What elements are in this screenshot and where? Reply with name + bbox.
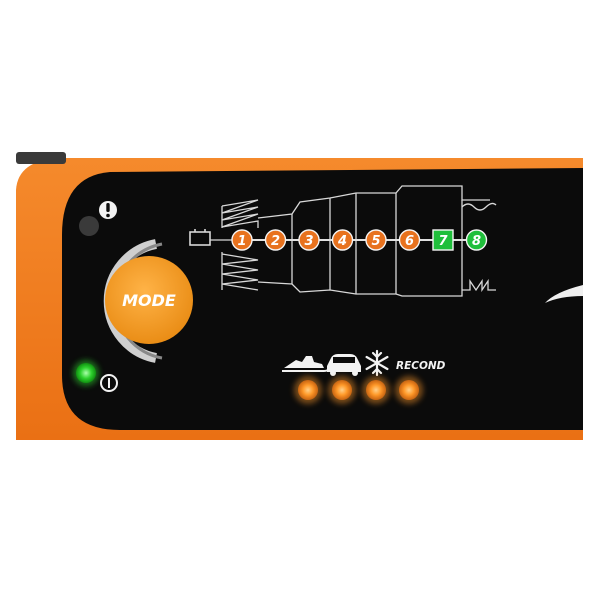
mode-button[interactable]: MODE (105, 256, 193, 344)
program-led-2 (332, 380, 352, 400)
program-led-1 (298, 380, 318, 400)
charge-step-2: 2 (264, 229, 287, 251)
car-icon (327, 354, 361, 376)
charge-step-label: 2 (271, 234, 280, 249)
charge-step-4: 4 (331, 229, 354, 251)
battery-icon (189, 229, 211, 246)
charge-step-1: 1 (231, 229, 253, 251)
charge-curve-diagram (189, 185, 497, 297)
charge-step-label: 4 (337, 234, 347, 249)
charge-step-label: 6 (405, 234, 414, 249)
charge-step-6: 6 (398, 229, 421, 251)
power-led (76, 363, 96, 383)
charge-step-3: 3 (298, 229, 320, 251)
mode-button-label: MODE (122, 291, 176, 310)
logo-swoosh (545, 285, 583, 303)
charge-step-label: 7 (438, 234, 448, 249)
charge-step-label: 1 (237, 234, 246, 249)
warning-led (79, 216, 99, 236)
charge-step-5: 5 (365, 229, 387, 251)
charge-step-label: 8 (472, 234, 481, 249)
charge-step-label: 5 (371, 234, 380, 249)
program-leds (294, 376, 423, 404)
casing-clip (16, 152, 66, 164)
charge-step-label: 3 (304, 234, 313, 249)
snowflake-icon (365, 349, 389, 377)
warning-icon (99, 201, 117, 219)
recond-label: RECOND (396, 360, 446, 372)
power-icon (100, 374, 118, 392)
program-led-4 (399, 380, 419, 400)
charge-step-7: 7 (432, 229, 454, 251)
charge-steps: 1 2 3 4 5 6 7 8 (231, 229, 488, 251)
program-led-3 (366, 380, 386, 400)
charge-step-8: 8 (465, 229, 488, 251)
